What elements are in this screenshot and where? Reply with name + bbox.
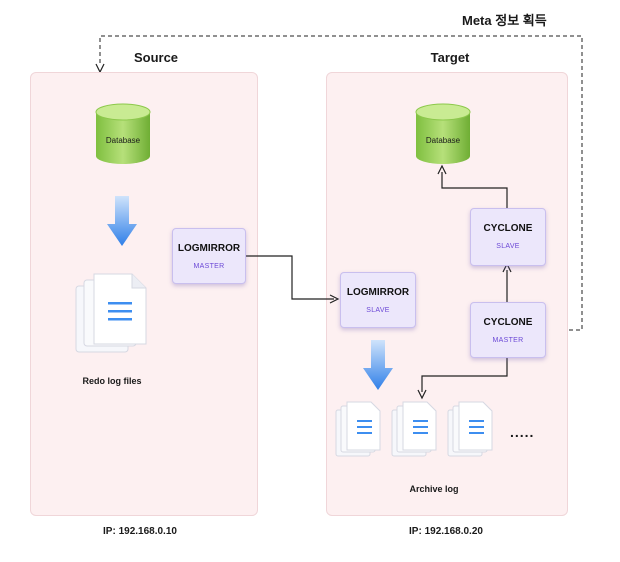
- archive-log-file-icon: [447, 401, 493, 457]
- cyclone-master-role: MASTER: [492, 337, 524, 344]
- cyclone-slave-node[interactable]: CYCLONE SLAVE: [470, 208, 546, 266]
- cyclone-slave-name: CYCLONE: [483, 223, 533, 234]
- cyclone-slave-role: SLAVE: [496, 243, 520, 250]
- source-database: Database: [94, 102, 152, 166]
- logmirror-slave-node[interactable]: LOGMIRROR SLAVE: [340, 272, 416, 328]
- down-arrow-icon: [107, 196, 137, 246]
- logmirror-master-node[interactable]: LOGMIRROR MASTER: [172, 228, 246, 284]
- logmirror-slave-role: SLAVE: [366, 307, 390, 314]
- archive-log-file-icon: [335, 401, 381, 457]
- down-arrow-icon: [363, 340, 393, 390]
- target-title: Target: [430, 50, 470, 65]
- logmirror-master-name: LOGMIRROR: [177, 243, 241, 254]
- more-files-ellipsis: .....: [510, 424, 535, 440]
- target-ip: IP: 192.168.0.20: [409, 526, 483, 537]
- cyclone-master-name: CYCLONE: [483, 317, 533, 328]
- archive-log-caption: Archive log: [409, 484, 459, 494]
- target-database: Database: [414, 102, 472, 166]
- target-database-label: Database: [425, 136, 461, 145]
- database-icon: [95, 103, 151, 164]
- archive-log-file-icon: [391, 401, 437, 457]
- meta-label: Meta 정보 획득: [462, 13, 547, 28]
- source-database-label: Database: [105, 136, 141, 145]
- cyclone-master-node[interactable]: CYCLONE MASTER: [470, 302, 546, 358]
- logmirror-master-role: MASTER: [193, 263, 225, 270]
- source-ip: IP: 192.168.0.10: [103, 526, 177, 537]
- database-icon: [415, 103, 471, 164]
- redo-log-files-icon: [75, 273, 147, 353]
- redo-log-files-caption: Redo log files: [82, 376, 142, 386]
- source-title: Source: [133, 50, 179, 65]
- logmirror-slave-name: LOGMIRROR: [346, 287, 410, 298]
